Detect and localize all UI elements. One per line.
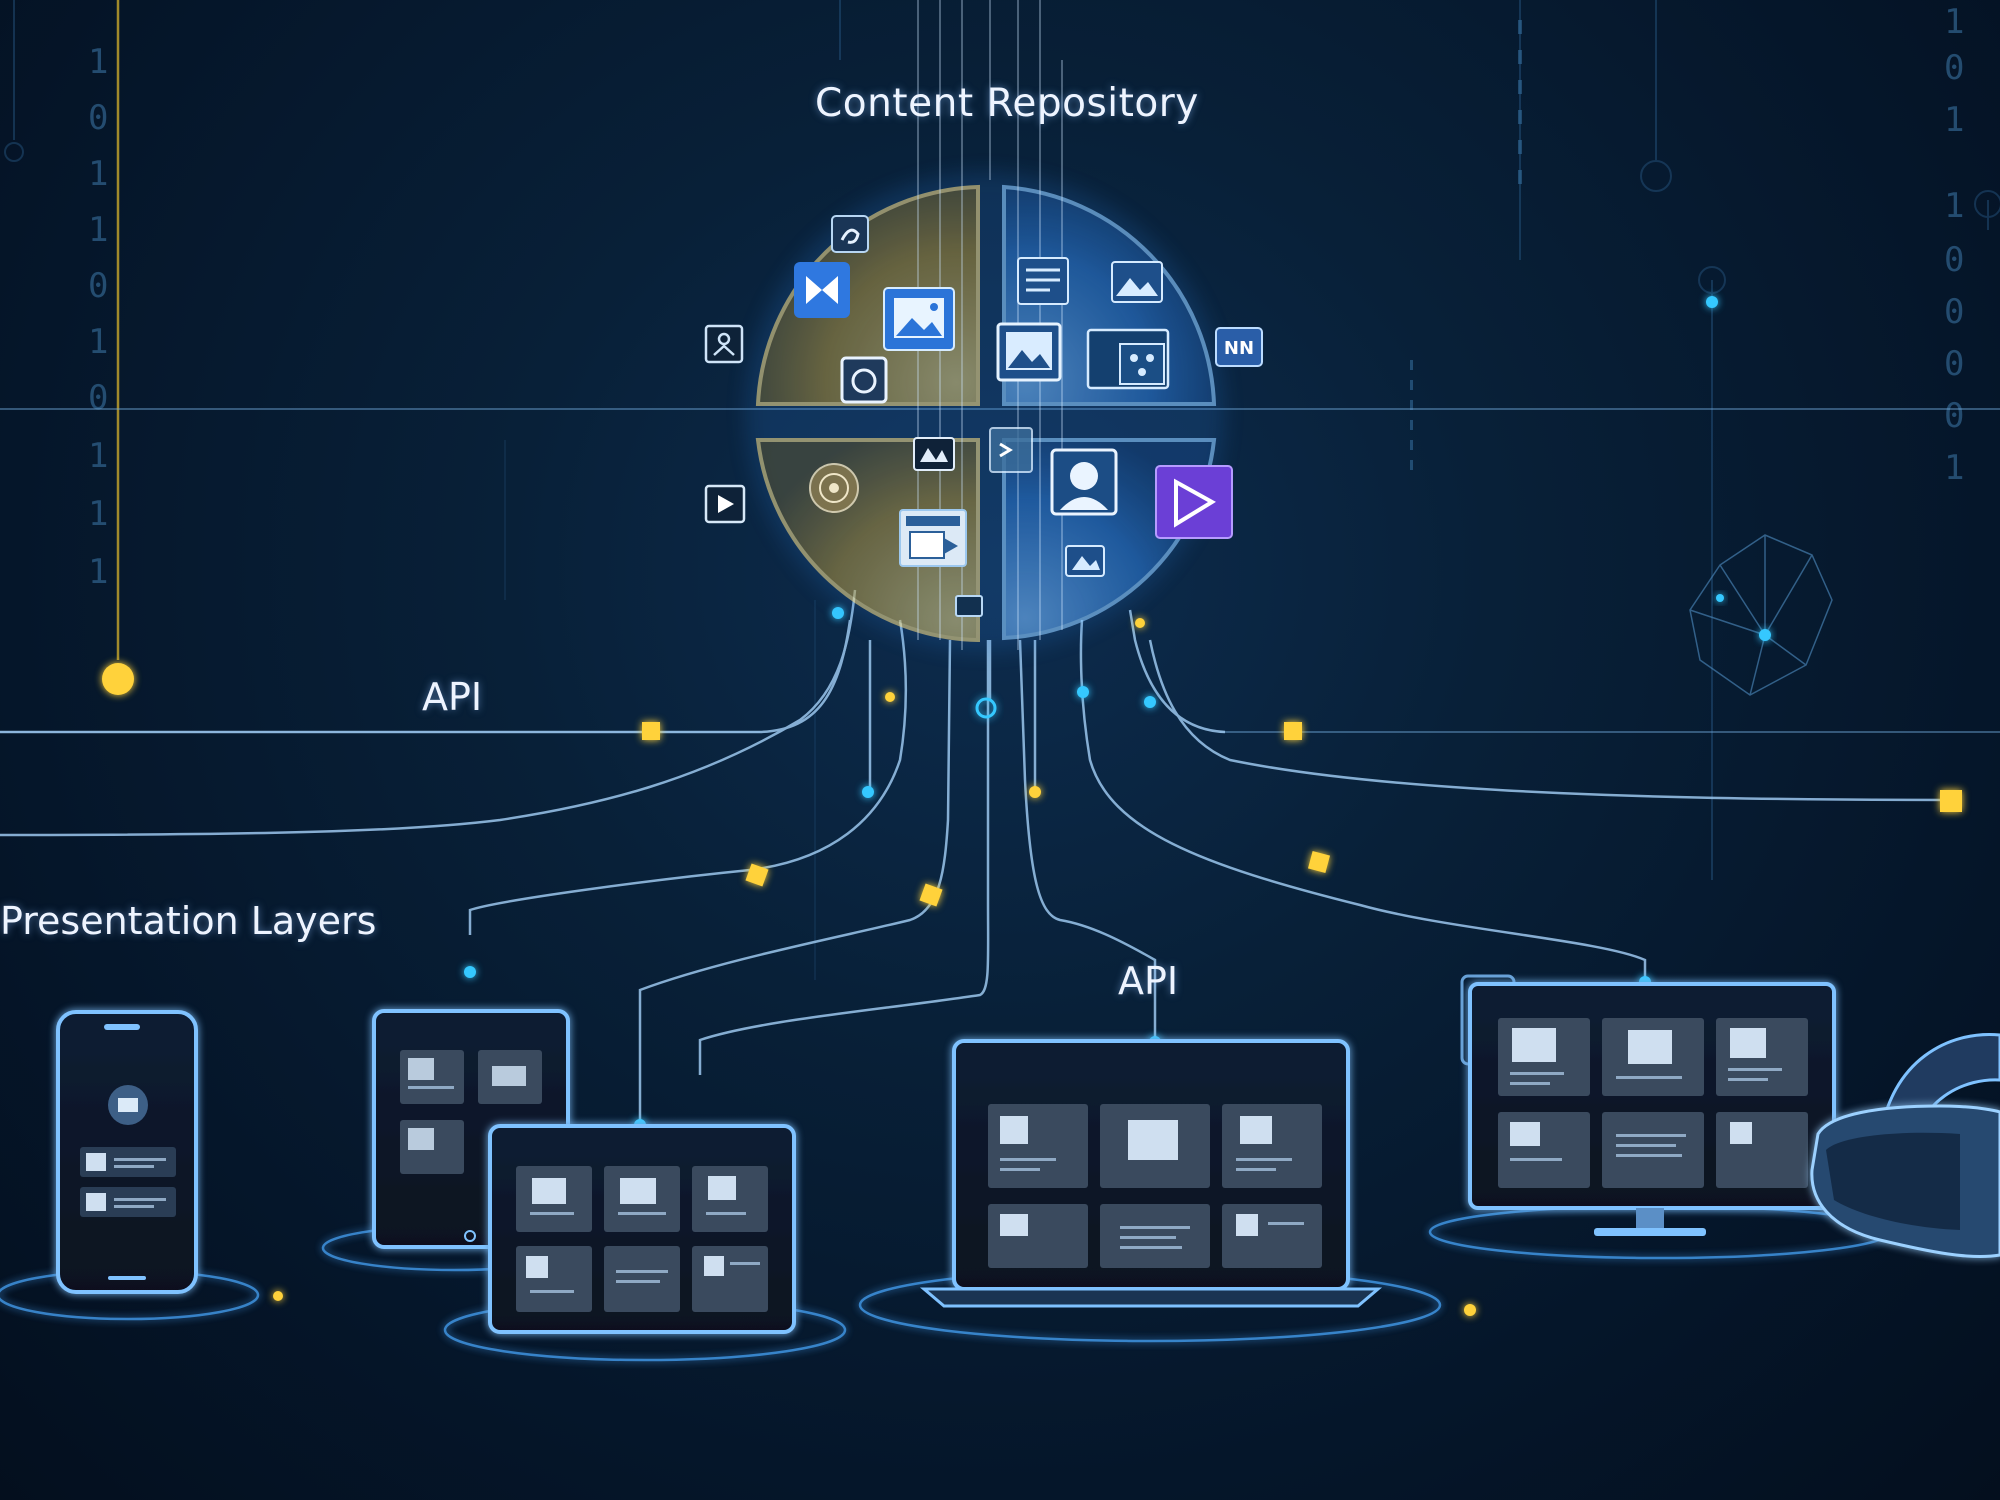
mesh-network-icon <box>1689 534 1833 696</box>
api-node-yellow <box>102 663 134 695</box>
yellow-nodes <box>273 618 1962 1316</box>
binary-digit: 1 <box>1944 2 1965 42</box>
film-icon <box>913 437 955 471</box>
bowtie-logo-icon <box>794 262 850 318</box>
repository-connectors <box>0 589 1956 1125</box>
terminal-icon <box>989 427 1033 473</box>
media-window-icon <box>1086 328 1170 390</box>
svg-text:NN: NN <box>1224 338 1254 359</box>
binary-digit: 0 <box>1944 48 1965 88</box>
document-icon <box>1017 257 1069 305</box>
content-repository-label: Content Repository <box>815 81 1199 126</box>
tablet-front <box>488 1124 796 1334</box>
camera-icon <box>840 356 888 404</box>
api-label-center: API <box>1118 959 1179 1003</box>
desktop-monitor <box>1460 974 1836 1236</box>
binary-digit: 0 <box>88 266 109 306</box>
presentation-layers-label: Presentation Layers <box>0 899 377 943</box>
target-icon <box>809 463 859 513</box>
code-dashes <box>1410 20 1522 470</box>
binary-digit: 0 <box>1944 344 1965 384</box>
image-icon <box>883 287 955 351</box>
binary-digit: 0 <box>1944 396 1965 436</box>
binary-digit: 1 <box>88 322 109 362</box>
binary-digit: 1 <box>88 42 109 82</box>
repository-icons: NN <box>704 215 1263 617</box>
gallery-icon <box>996 322 1062 382</box>
play-triangle-icon <box>1155 465 1233 539</box>
binary-digit: 0 <box>1944 292 1965 332</box>
puzzle-icon <box>831 215 869 253</box>
api-label-left: API <box>422 675 483 719</box>
vr-headset <box>1810 1032 2000 1258</box>
user-portrait-icon <box>1050 448 1118 516</box>
binary-digit: 0 <box>1944 240 1965 280</box>
binary-digit: 1 <box>1944 448 1965 488</box>
binary-digit: 0 <box>88 98 109 138</box>
media-window-icon <box>899 509 967 567</box>
smartphone <box>56 1010 198 1294</box>
binary-digit: 1 <box>88 436 109 476</box>
person-badge-icon <box>704 324 744 364</box>
landscape-icon <box>1111 261 1163 303</box>
code-streaks <box>4 0 2000 980</box>
play-icon <box>704 484 746 524</box>
binary-digit: 0 <box>88 378 109 418</box>
binary-digit: 1 <box>1944 186 1965 226</box>
binary-digit: 1 <box>88 210 109 250</box>
laptop <box>919 1039 1383 1308</box>
binary-digit: 1 <box>1944 100 1965 140</box>
binary-digit: 1 <box>88 494 109 534</box>
image-small-icon <box>1065 545 1105 577</box>
binary-digit: 1 <box>88 552 109 592</box>
binary-digit: 1 <box>88 154 109 194</box>
nn-badge-icon: NN <box>1215 327 1263 367</box>
